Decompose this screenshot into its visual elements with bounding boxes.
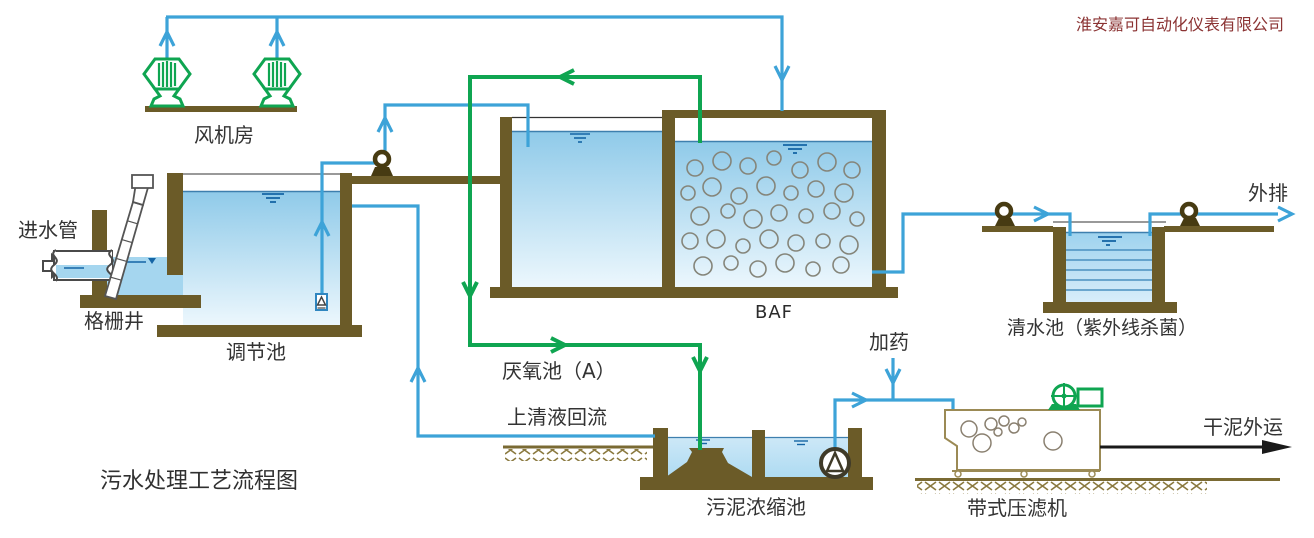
clearwater-right-wall (1152, 227, 1165, 302)
discharge-pipe (1148, 212, 1278, 236)
thickener-left-wall (653, 428, 668, 478)
submersible-pump-icon (315, 293, 328, 311)
arrow-up-icon (268, 28, 286, 47)
tank-structures (80, 110, 1274, 490)
label-dosing: 加药 (869, 330, 909, 354)
ground (503, 445, 1280, 494)
uv-lamp-layers-icon (1066, 249, 1152, 291)
baf-top-beam (662, 110, 886, 118)
label-inlet-pipe: 进水管 (18, 218, 78, 242)
regulating-tank-left-wall (167, 173, 183, 275)
anaerobic-baf-divider (662, 117, 675, 287)
arrow-right-icon (1033, 205, 1052, 223)
clearwater-base (1043, 302, 1177, 313)
page-title: 污水处理工艺流程图 (100, 469, 299, 494)
label-baf-tank: BAF (755, 302, 794, 323)
sludge-mound-icon (666, 448, 752, 477)
label-sludge-thickener: 污泥浓缩池 (706, 495, 806, 519)
arrow-up-icon (313, 218, 331, 237)
press-wheels-icon (954, 470, 1096, 478)
arrow-right-icon (550, 336, 570, 354)
baf-media-circles-icon (680, 150, 865, 278)
label-screen-well: 格栅井 (84, 309, 144, 333)
label-anaerobic-tank: 厌氧池（A） (502, 359, 616, 383)
bar-screen-icon (103, 174, 154, 301)
press-rollers-icon (960, 415, 1063, 453)
sludge-pipes (461, 68, 709, 450)
blower-base (145, 106, 297, 112)
label-effluent-discharge: 外排 (1248, 181, 1288, 205)
label-supernatant-return: 上清液回流 (507, 405, 607, 429)
submersible-pump-pipe (320, 161, 375, 294)
baf-outlet-pipe (872, 212, 1072, 274)
thickener-divider (752, 430, 765, 478)
label-blower-room: 风机房 (194, 123, 254, 147)
belt-filter-press (944, 383, 1104, 478)
regulating-tank-right-wall (340, 173, 352, 325)
lift-pump-discharge-pipe (383, 103, 530, 152)
arrow-left-icon (555, 68, 575, 86)
ground-hatch-icon (505, 449, 647, 461)
arrow-up-icon (158, 28, 176, 47)
discharge-pump-icon (1179, 201, 1200, 226)
arrow-down-icon (884, 368, 902, 387)
clearwater-left-platform (982, 226, 1053, 232)
arrow-down-icon (691, 356, 709, 376)
air-header-pipe (166, 15, 784, 111)
arrow-right-icon (851, 391, 870, 409)
label-dried-sludge-out: 干泥外运 (1203, 415, 1283, 439)
clearwater-inlet-pump-icon (994, 201, 1015, 226)
water-pipes (158, 15, 1296, 449)
water-level-marker-icon (148, 258, 156, 264)
arrow-down-icon (461, 281, 479, 301)
regulating-tank-base (157, 325, 362, 337)
label-clear-water-tank: 清水池（紫外线杀菌） (1007, 317, 1198, 339)
anaerobic-left-wall (500, 117, 512, 287)
supernatant-return-pipe (352, 204, 655, 438)
blowers (142, 57, 302, 112)
sludge-feed-pipe (833, 398, 955, 449)
arrow-up-icon (376, 114, 394, 133)
thickener-right-wall (848, 428, 862, 478)
arrow-down-icon (773, 65, 791, 84)
inlet-pipe-icon (50, 249, 114, 282)
sludge-return-pipe (468, 75, 702, 450)
ground-hatch-icon (917, 481, 1207, 494)
baf-base (490, 287, 898, 298)
lift-pump-icon (371, 149, 393, 176)
sludge-pump-icon (819, 447, 851, 479)
company-name: 淮安嘉可自动化仪表有限公司 (1076, 15, 1285, 34)
clearwater-left-wall (1053, 227, 1066, 302)
press-motor-icon (1048, 383, 1104, 410)
thickener-base (640, 477, 873, 490)
baf-right-wall (872, 110, 886, 287)
pump-platform (348, 176, 500, 184)
screen-well-floor (80, 295, 201, 308)
label-belt-filter-press: 带式压滤机 (967, 496, 1067, 520)
blower-fan-icon (252, 57, 302, 108)
blower-fan-icon (142, 57, 192, 108)
water-bodies (64, 130, 1152, 477)
inlet-assembly (42, 174, 154, 301)
dried-sludge-arrow-icon (1100, 440, 1292, 454)
label-regulating-tank: 调节池 (226, 340, 286, 364)
arrow-right-icon (1277, 205, 1296, 223)
arrow-up-icon (409, 364, 427, 383)
clearwater-right-platform (1164, 226, 1274, 232)
